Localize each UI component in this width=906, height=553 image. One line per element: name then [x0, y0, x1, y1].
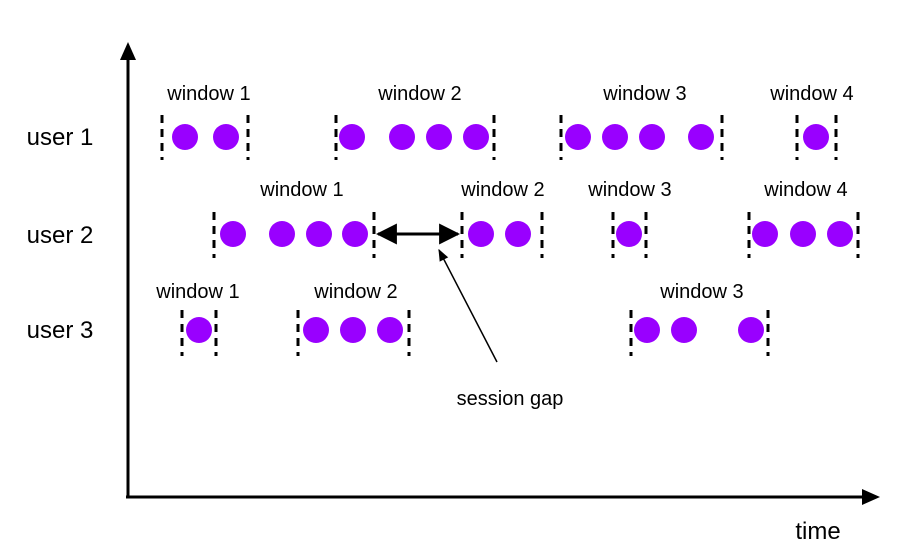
event-dot: [340, 317, 366, 343]
event-dot: [463, 124, 489, 150]
event-dot: [269, 221, 295, 247]
session-window: window 2: [334, 83, 496, 160]
event-dot: [616, 221, 642, 247]
event-dot: [602, 124, 628, 150]
window-label: window 2: [460, 179, 544, 201]
event-dot: [213, 124, 239, 150]
session-window: window 4: [769, 83, 854, 160]
window-label: window 1: [259, 179, 343, 201]
event-dot: [827, 221, 853, 247]
session-window: window 3: [587, 179, 672, 258]
y-axis-arrowhead: [120, 42, 136, 60]
event-dot: [220, 221, 246, 247]
window-label: window 4: [769, 83, 853, 105]
session-gap-pointer: [438, 248, 498, 363]
session-window: window 1: [212, 179, 376, 258]
user-label: user 3: [27, 317, 94, 344]
event-dot: [688, 124, 714, 150]
event-dot: [634, 317, 660, 343]
event-dot: [186, 317, 212, 343]
user-label: user 1: [27, 124, 94, 151]
x-axis-label: time: [795, 518, 840, 545]
event-dot: [468, 221, 494, 247]
event-dot: [752, 221, 778, 247]
session-window: window 4: [747, 179, 860, 258]
session-window: window 2: [460, 179, 545, 258]
window-label: window 3: [659, 281, 743, 303]
event-dot: [377, 317, 403, 343]
window-label: window 1: [166, 83, 250, 105]
event-dot: [303, 317, 329, 343]
x-axis-arrowhead: [862, 489, 880, 505]
window-label: window 2: [377, 83, 461, 105]
event-dot: [803, 124, 829, 150]
user-label: user 2: [27, 222, 94, 249]
event-dot: [505, 221, 531, 247]
window-label: window 2: [313, 281, 397, 303]
event-dot: [738, 317, 764, 343]
event-dot: [790, 221, 816, 247]
window-label: window 3: [587, 179, 671, 201]
event-dot: [671, 317, 697, 343]
window-label: window 4: [763, 179, 847, 201]
event-dot: [339, 124, 365, 150]
session-window: window 3: [629, 281, 770, 356]
event-dot: [306, 221, 332, 247]
window-label: window 3: [602, 83, 686, 105]
event-dot: [639, 124, 665, 150]
session-window: window 3: [559, 83, 724, 160]
session-gap-label: session gap: [457, 388, 564, 410]
event-dot: [342, 221, 368, 247]
event-dot: [172, 124, 198, 150]
window-label: window 1: [155, 281, 239, 303]
event-dot: [389, 124, 415, 150]
session-window: window 2: [296, 281, 411, 356]
session-window: window 1: [155, 281, 240, 356]
event-dot: [565, 124, 591, 150]
session-window: window 1: [160, 83, 251, 160]
event-dot: [426, 124, 452, 150]
